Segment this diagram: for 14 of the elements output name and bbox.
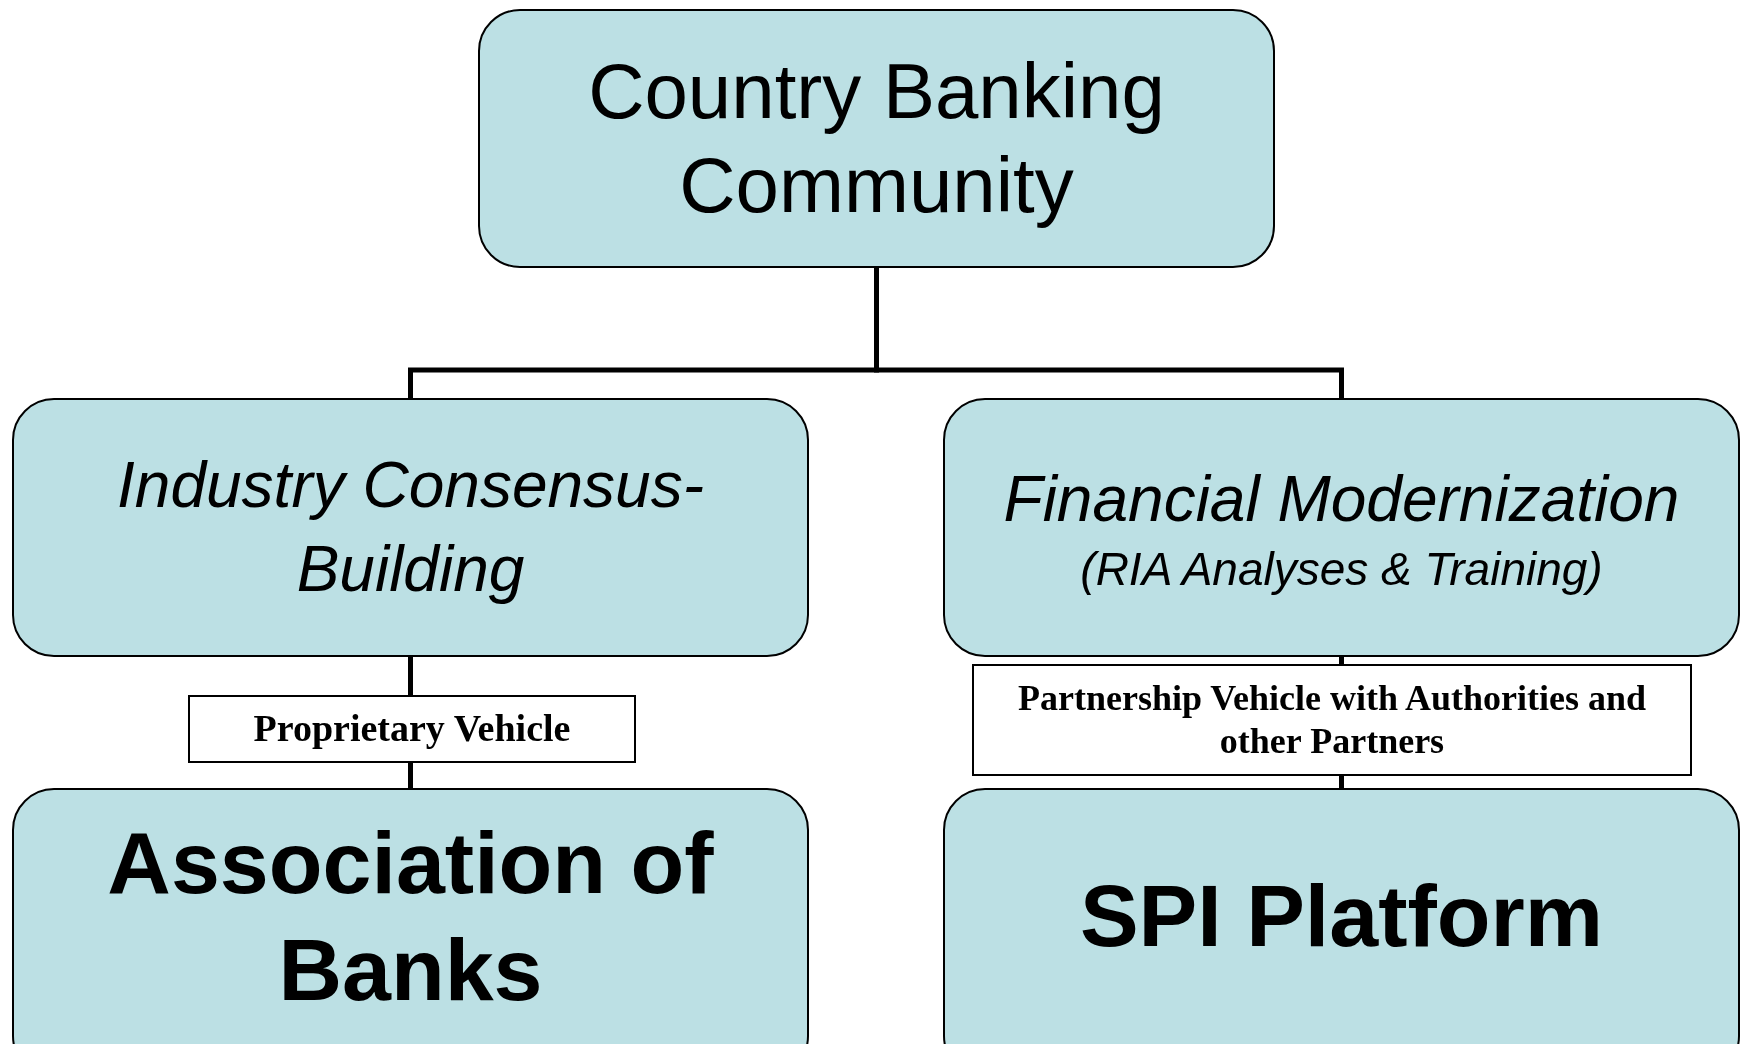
organization-box xyxy=(943,788,1740,1044)
process-box xyxy=(12,398,809,657)
edge-label: Partnership Vehicle with Authorities and other Partners xyxy=(972,664,1692,776)
node-title: Country Banking Community xyxy=(587,45,1166,231)
node-title: Industry Consensus-Building xyxy=(116,448,705,607)
node-title: Financial Modernization xyxy=(1003,462,1680,538)
node-title: SPI Platform xyxy=(1079,865,1604,968)
node-title: Association of Banks xyxy=(106,811,715,1021)
connector-line xyxy=(874,268,1344,398)
edge-label: Proprietary Vehicle xyxy=(188,695,636,763)
process-box xyxy=(943,398,1740,657)
organization-box xyxy=(12,788,809,1044)
community-box xyxy=(478,9,1275,268)
node-subtitle: (RIA Analyses & Training) xyxy=(1080,541,1603,597)
